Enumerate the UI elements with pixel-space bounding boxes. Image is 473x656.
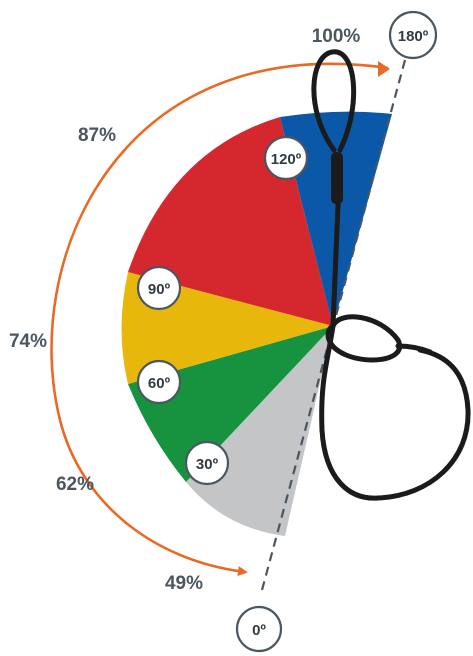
angle-arrow-head-top (378, 61, 390, 77)
angle-label-60: 60º (148, 375, 171, 392)
angle-fan (121, 111, 392, 536)
angle-label-120: 120º (271, 151, 302, 168)
badge-0 (235, 605, 283, 653)
percent-label-49: 49% (165, 573, 203, 594)
sling-sleeve (331, 152, 343, 204)
angle-arrow-arc (50, 62, 389, 577)
angle-label-30: 30º (196, 456, 219, 473)
percent-label-62: 62% (56, 474, 94, 495)
badge-60 (136, 359, 182, 405)
segment-30-60 (128, 326, 333, 482)
segment-0-30 (186, 326, 333, 536)
badge-90 (136, 265, 182, 311)
percent-label-87: 87% (78, 125, 116, 146)
percent-labels: 100% 87% 74% 62% 49% (9, 26, 360, 594)
percent-label-100: 100% (312, 26, 361, 47)
angle-label-90: 90º (148, 281, 171, 298)
angle-badges: 0º 30º 60º 90º 120º 180º (136, 10, 438, 653)
badge-180 (388, 10, 438, 60)
badge-30 (184, 440, 230, 486)
angle-label-180: 180º (398, 28, 429, 45)
percent-label-74: 74% (9, 331, 47, 352)
angle-label-0: 0º (252, 622, 266, 639)
badge-120 (263, 135, 309, 181)
